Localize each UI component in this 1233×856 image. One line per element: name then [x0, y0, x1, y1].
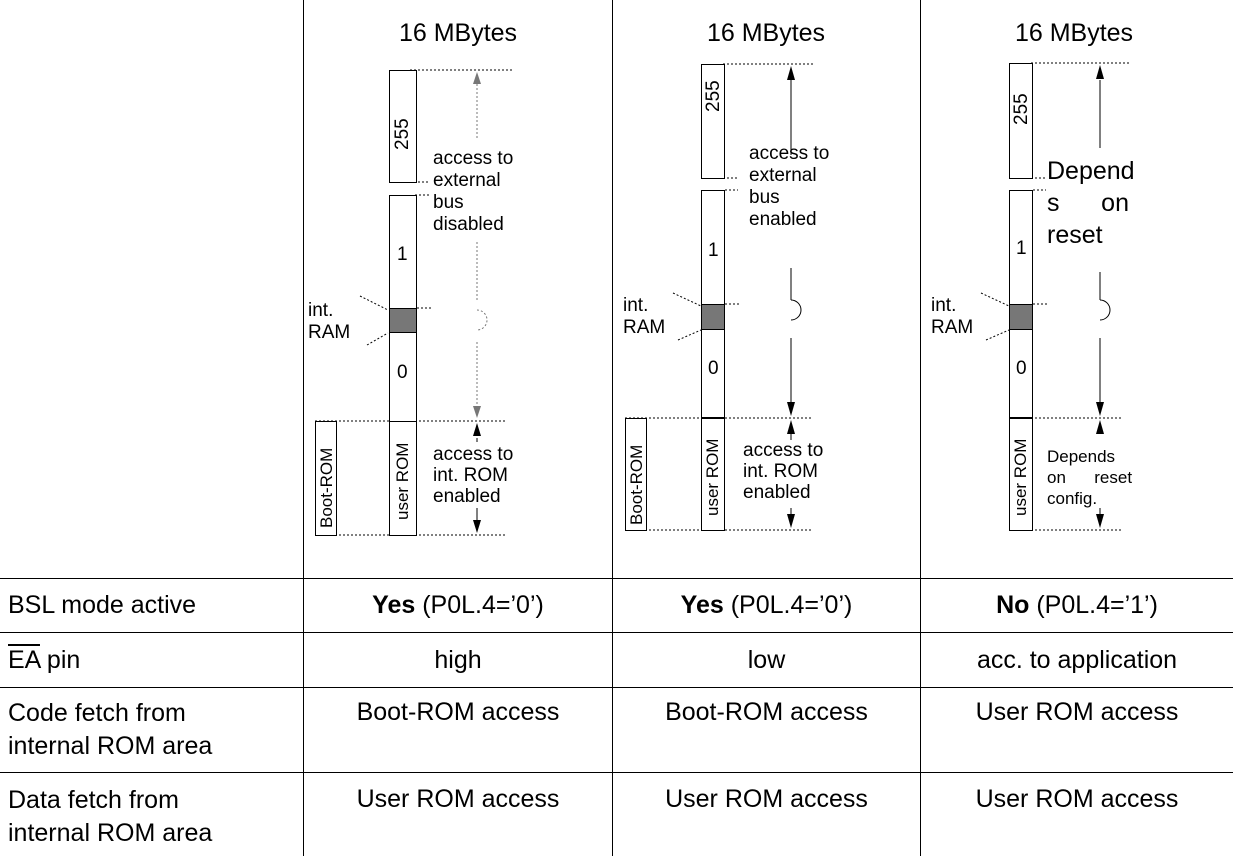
upper-access-note: access to external bus disabled [433, 148, 514, 235]
ram-label: int. RAM [623, 295, 666, 338]
segment-user-rom [701, 418, 725, 531]
grid-vline [920, 0, 921, 856]
bsl-mode-cell: No (P0L.4=’1’) [921, 590, 1233, 620]
boot-rom-label: Boot-ROM [317, 447, 336, 528]
internal-ram-block [701, 304, 725, 330]
lower-access-note: access to int. ROM enabled [743, 440, 824, 503]
user-rom-label: user ROM [393, 442, 412, 520]
upper-access-note: access to external bus enabled [749, 143, 830, 230]
row-label-ea-pin: EA pin [8, 645, 80, 675]
lower-reset-note: Depends on reset config. [1047, 447, 1133, 508]
memory-map-diagram-1: 16 MBytes 255 1 0 user ROM Boot-ROM [305, 0, 611, 577]
lower-access-note: access to int. ROM enabled [433, 444, 514, 507]
bsl-mode-value: No [996, 591, 1030, 619]
segment-boot-rom [625, 418, 647, 531]
bsl-mode-condition: (P0L.4=’0’) [723, 591, 853, 619]
ea-pin-value: low [747, 646, 786, 674]
grid-vline [612, 0, 613, 856]
bsl-mode-value: Yes [372, 591, 416, 619]
grid-vline [303, 0, 304, 856]
code-fetch-value: Boot-ROM access [356, 698, 560, 726]
code-fetch-value: Boot-ROM access [665, 698, 868, 726]
segment-user-rom [389, 421, 417, 536]
ram-label: int. RAM [931, 295, 974, 338]
bsl-mode-value: Yes [680, 591, 724, 619]
ea-pin-value: high [434, 646, 482, 674]
internal-ram-block [389, 308, 417, 333]
segment-255 [389, 70, 417, 183]
memory-map-diagram-3: 16 MBytes 255 1 0 user ROM int. RAM Depe… [921, 0, 1227, 577]
segment-user-rom [1009, 418, 1033, 531]
row-label-bsl-mode: BSL mode active [8, 591, 197, 619]
grid-hline [0, 687, 1233, 688]
data-fetch-value: User ROM access [356, 785, 560, 813]
segment-255-label: 255 [703, 80, 724, 112]
boot-rom-label: Boot-ROM [627, 444, 646, 525]
bsl-mode-condition: (P0L.4=’1’) [1029, 591, 1158, 619]
row-label-code-fetch: Code fetch from internal ROM area [8, 699, 213, 760]
ram-label: int. RAM [308, 300, 351, 343]
bsl-mode-cell: Yes (P0L.4=’0’) [304, 590, 612, 620]
memory-map-lines [625, 63, 813, 531]
user-rom-label: user ROM [703, 438, 722, 516]
data-fetch-value: User ROM access [975, 785, 1179, 813]
bsl-mode-cell: Yes (P0L.4=’0’) [613, 590, 920, 620]
segment-0-label: 0 [1016, 358, 1027, 379]
segment-boot-rom [315, 421, 337, 536]
diagram-title: 16 MBytes [398, 19, 518, 47]
user-rom-label: user ROM [1011, 438, 1030, 516]
segment-1-label: 1 [397, 244, 408, 265]
grid-hline [0, 578, 1233, 579]
segment-255-label: 255 [1011, 93, 1032, 125]
segment-1-label: 1 [708, 240, 719, 261]
ea-signal-name: EA [8, 646, 40, 674]
segment-0-label: 0 [397, 362, 408, 383]
segment-255 [1009, 63, 1033, 179]
bsl-mode-condition: (P0L.4=’0’) [415, 591, 544, 619]
row-label-data-fetch: Data fetch from internal ROM area [8, 786, 213, 847]
segment-0-label: 0 [708, 358, 719, 379]
segment-255 [701, 64, 725, 179]
data-fetch-value: User ROM access [665, 785, 868, 813]
segment-1-label: 1 [1016, 238, 1027, 259]
memory-map-lines [980, 62, 1129, 531]
segment-255-label: 255 [392, 118, 413, 150]
diagram-title: 16 MBytes [706, 19, 826, 47]
grid-hline [0, 772, 1233, 773]
ea-pin-value: acc. to application [976, 646, 1178, 674]
diagram-title: 16 MBytes [1014, 19, 1134, 47]
grid-hline [0, 632, 1233, 633]
code-fetch-value: User ROM access [975, 698, 1179, 726]
internal-ram-block [1009, 304, 1033, 330]
memory-map-diagram-2: 16 MBytes 255 1 0 user ROM Boot-ROM [613, 0, 919, 577]
ea-pin-suffix: pin [39, 646, 81, 674]
upper-reset-note: Depend s on reset [1047, 157, 1135, 249]
